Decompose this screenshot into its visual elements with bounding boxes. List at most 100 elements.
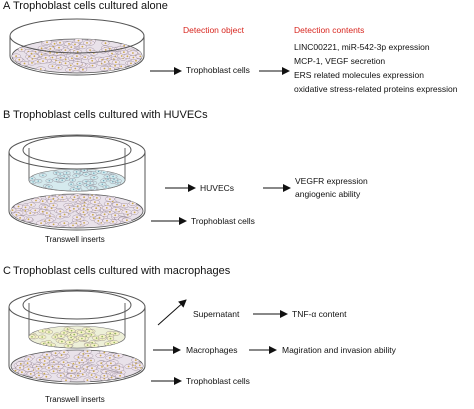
trophoblast-cell-nucleus (45, 375, 48, 378)
trophoblast-cells-b (11, 194, 142, 228)
trophoblast-cell-nucleus (44, 206, 47, 209)
huvec-cell-nucleus (106, 176, 109, 178)
huvec-cell-nucleus (112, 181, 114, 183)
panel-b-object-huvecs: HUVECs (200, 183, 235, 193)
trophoblast-cell-nucleus (132, 52, 134, 54)
macrophage-cell-nucleus (47, 341, 50, 344)
panel-c-object-macrophages: Macrophages (186, 345, 238, 355)
trophoblast-cell-nucleus (17, 205, 20, 208)
trophoblast-cell-nucleus (134, 367, 137, 369)
huvec-cell-nucleus (42, 174, 44, 176)
trophoblast-cell-nucleus (61, 196, 64, 199)
panel-a-content-4: oxidative stress-related proteins expres… (294, 84, 458, 94)
huvec-cell-nucleus (93, 172, 95, 174)
panel-a-object: Trophoblast cells (186, 65, 250, 75)
panel-c-content-2: Magiration and invasion ability (282, 345, 396, 355)
trophoblast-cell-nucleus (51, 65, 54, 68)
trophoblast-cell-nucleus (57, 365, 60, 368)
trophoblast-cell-nucleus (70, 375, 72, 377)
macrophage-cell-nucleus (61, 340, 63, 343)
trophoblast-cell-nucleus (98, 216, 101, 219)
macrophage-cell-nucleus (95, 337, 98, 339)
trophoblast-cell-nucleus (86, 350, 89, 353)
panel-b-dish-label: Transwell inserts (45, 235, 105, 244)
macrophage-cell-nucleus (114, 332, 117, 335)
trophoblast-cell-nucleus (18, 58, 21, 61)
huvec-cell-nucleus (59, 173, 61, 175)
trophoblast-cell-nucleus (82, 353, 85, 355)
trophoblast-cell-nucleus (49, 48, 52, 50)
huvec-cell-nucleus (32, 181, 34, 183)
huvec-cell-nucleus (102, 180, 105, 182)
trophoblast-cell-nucleus (114, 366, 117, 369)
trophoblast-cell-nucleus (49, 52, 51, 54)
trophoblast-cell-nucleus (111, 52, 113, 55)
trophoblast-cell-nucleus (92, 370, 95, 373)
trophoblast-cell-nucleus (67, 364, 70, 366)
trophoblast-cell-nucleus (64, 58, 67, 61)
trophoblast-cell-nucleus (99, 354, 102, 357)
panel-c-title: Trophoblast cells cultured with macropha… (13, 265, 231, 277)
trophoblast-cell-nucleus (20, 48, 23, 51)
huvec-cell-nucleus (89, 182, 91, 184)
huvec-cell-nucleus (75, 171, 78, 173)
trophoblast-cell-nucleus (52, 204, 55, 207)
trophoblast-cell-nucleus (95, 207, 98, 210)
trophoblast-cell-nucleus (59, 215, 61, 218)
detection-object-header: Detection object (183, 25, 244, 35)
trophoblast-cell-nucleus (69, 69, 71, 71)
trophoblast-cell-nucleus (97, 220, 100, 222)
trophoblast-cell-nucleus (114, 214, 117, 217)
trophoblast-cell-nucleus (91, 64, 94, 67)
macrophage-cell-nucleus (54, 336, 57, 338)
trophoblast-cell-nucleus (50, 200, 52, 203)
macrophage-cell-nucleus (73, 333, 75, 336)
trophoblast-cell-nucleus (43, 372, 46, 375)
trophoblast-cell-nucleus (90, 359, 92, 362)
trophoblast-cell-nucleus (63, 222, 66, 225)
trophoblast-cell-nucleus (74, 67, 77, 70)
trophoblast-cell-nucleus (52, 223, 55, 226)
trophoblast-cell-nucleus (83, 204, 86, 207)
trophoblast-cell-nucleus (135, 59, 137, 62)
trophoblast-cell-nucleus (37, 367, 40, 370)
trophoblast-cell-nucleus (109, 68, 111, 70)
huvec-cell-nucleus (107, 178, 109, 180)
trophoblast-cell-nucleus (26, 362, 29, 365)
huvec-cell-nucleus (105, 186, 107, 188)
macrophage-cell-nucleus (66, 328, 69, 330)
trophoblast-cell-nucleus (123, 204, 125, 207)
macrophage-cell-nucleus (107, 343, 109, 345)
trophoblast-cell-nucleus (58, 61, 61, 64)
trophoblast-cell-nucleus (78, 362, 81, 364)
huvec-cell-nucleus (90, 187, 92, 189)
macrophage-cell-nucleus (80, 331, 83, 334)
huvec-cell-nucleus (55, 172, 57, 174)
trophoblast-cell-nucleus (73, 196, 76, 199)
macrophage-cell-nucleus (101, 335, 103, 338)
trophoblast-cell-nucleus (74, 43, 76, 46)
macrophage-cell-nucleus (69, 341, 71, 344)
trophoblast-cell-nucleus (76, 51, 79, 53)
huvec-cell-nucleus (61, 179, 63, 181)
macrophage-cell-nucleus (70, 329, 73, 332)
trophoblast-cell-nucleus (91, 367, 93, 370)
trophoblast-cell-nucleus (49, 215, 51, 217)
trophoblast-cell-nucleus (76, 216, 78, 219)
trophoblast-cell-nucleus (34, 209, 37, 212)
trophoblast-cell-nucleus (109, 357, 111, 359)
trophoblast-cell-nucleus (92, 213, 94, 216)
trophoblast-cell-nucleus (130, 62, 132, 65)
trophoblast-cell-nucleus (60, 354, 63, 357)
trophoblast-cell-nucleus (72, 362, 75, 365)
trophoblast-cell-nucleus (59, 374, 62, 377)
trophoblast-cell-nucleus (64, 49, 67, 51)
trophoblast-cell-nucleus (69, 64, 72, 67)
trophoblast-cell-nucleus (46, 353, 48, 356)
trophoblast-cell-nucleus (27, 358, 30, 360)
trophoblast-cell-nucleus (104, 42, 107, 45)
trophoblast-cell-nucleus (82, 207, 85, 210)
trophoblast-cell-nucleus (105, 207, 108, 209)
macrophage-cell-nucleus (41, 336, 43, 338)
